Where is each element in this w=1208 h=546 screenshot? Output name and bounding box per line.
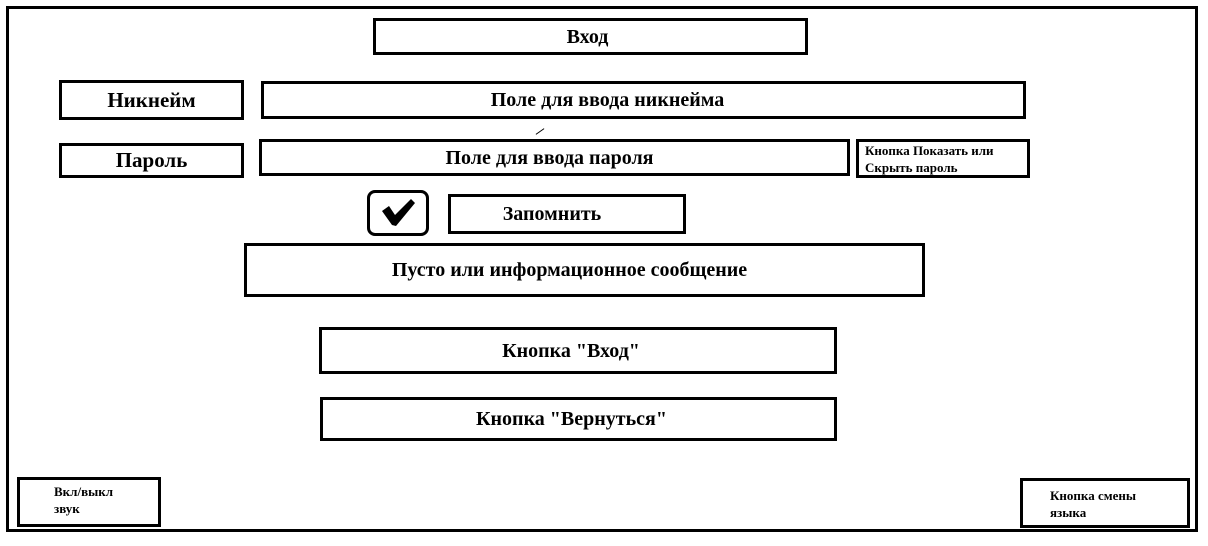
password-input[interactable]: Поле для ввода пароля [259,139,850,176]
info-message-text: Пусто или информационное сообщение [391,259,748,281]
show-hide-password-text: Кнопка Показать или Скрыть пароль [865,143,994,175]
info-message-area: Пусто или информационное сообщение [244,243,925,297]
remember-label-text: Запомнить [502,203,602,225]
language-switch-text: Кнопка смены языка [1050,488,1136,520]
back-button-text: Кнопка "Вернуться" [476,408,667,430]
nickname-label-text: Никнейм [107,87,196,112]
back-button[interactable]: Кнопка "Вернуться" [320,397,837,441]
password-label: Пароль [59,143,244,178]
sound-toggle-button[interactable]: Вкл/выкл звук [17,477,161,527]
screen-title-text: Вход [566,25,609,48]
password-input-text: Поле для ввода пароля [445,146,654,169]
remember-checkbox[interactable] [367,190,429,236]
screen-frame [6,6,1198,532]
sound-toggle-text: Вкл/выкл звук [54,484,114,516]
screen-title: Вход [373,18,808,55]
nickname-label: Никнейм [59,80,244,120]
login-button[interactable]: Кнопка "Вход" [319,327,837,374]
nickname-input[interactable]: Поле для ввода никнейма [261,81,1026,119]
show-hide-password-button[interactable]: Кнопка Показать или Скрыть пароль [856,139,1030,178]
password-label-text: Пароль [115,148,188,172]
nickname-input-text: Поле для ввода никнейма [490,89,725,111]
remember-label: Запомнить [448,194,686,234]
language-switch-button[interactable]: Кнопка смены языка [1020,478,1190,528]
checkmark-icon [382,199,415,226]
login-button-text: Кнопка "Вход" [502,339,640,362]
